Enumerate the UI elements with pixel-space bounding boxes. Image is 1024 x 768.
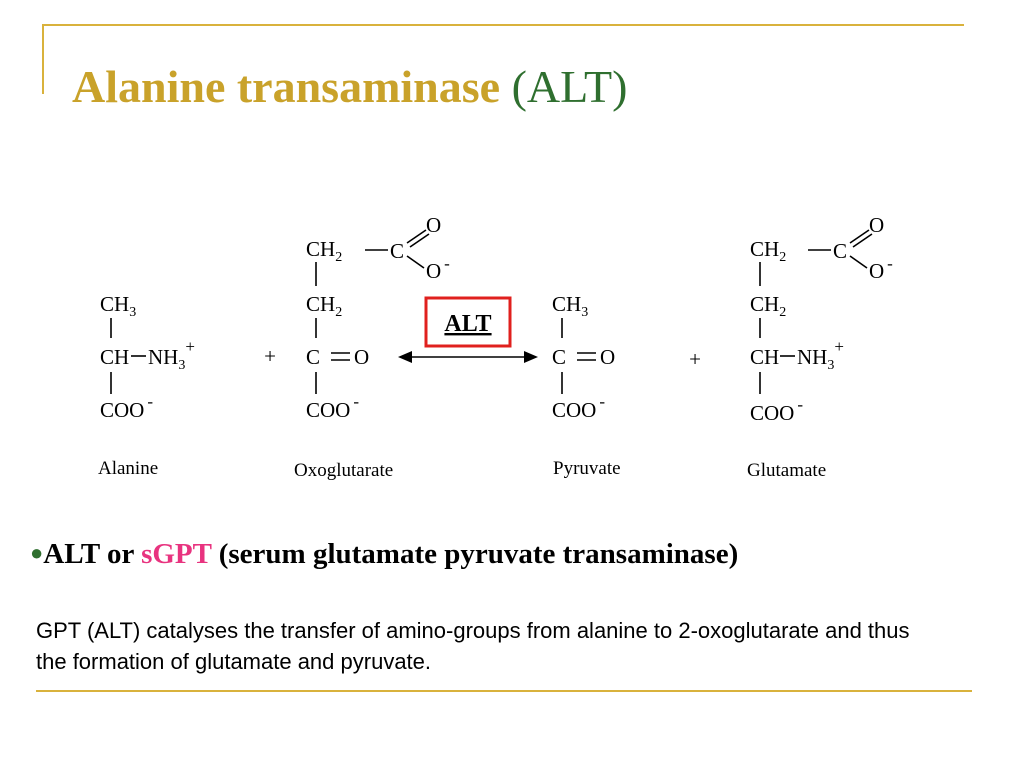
glutamate-bond-o2: [849, 255, 868, 269]
glutamate-nh3: NH3+: [797, 337, 844, 373]
glutamate-bond-o1b: [852, 233, 873, 248]
title-paren: (ALT): [511, 61, 628, 112]
title-main: Alanine transaminase: [72, 61, 501, 112]
glutamate-ch2-top: CH2: [750, 237, 786, 265]
glutamate-ch2-mid: CH2: [750, 292, 786, 320]
reaction-arrow: [398, 351, 538, 363]
oxoglutarate-keto-c: C: [306, 345, 320, 369]
oxoglutarate-name: Oxoglutarate: [294, 460, 393, 481]
frame-vertical-line: [42, 24, 44, 94]
pyruvate-coo: COO-: [552, 392, 605, 422]
frame-bottom-line: [36, 690, 972, 692]
alanine-ch3: CH3: [100, 292, 136, 320]
description-text: GPT (ALT) catalyses the transfer of amin…: [36, 618, 910, 674]
bullet-point: ●ALT or sGPT (serum glutamate pyruvate t…: [30, 538, 738, 571]
enzyme-box: [424, 296, 512, 348]
glutamate-structure: CH2 C O O- CH2 CH NH3+ COO- Glutamate: [747, 213, 893, 481]
glutamate-name: Glutamate: [747, 460, 826, 481]
alanine-ch: CH: [100, 345, 129, 369]
glutamate-carboxyl-c: C: [833, 239, 847, 263]
pyruvate-ch3: CH3: [552, 292, 588, 320]
bullet-text-2: (serum glutamate pyruvate transaminase): [211, 538, 739, 570]
alanine-name: Alanine: [98, 458, 158, 479]
oxoglutarate-bond-o1a: [406, 229, 427, 244]
bullet-highlight: sGPT: [141, 538, 212, 570]
pyruvate-keto-o: O: [600, 345, 615, 369]
glutamate-bond-o1a: [849, 229, 870, 244]
oxoglutarate-carboxyl-o1: O: [426, 213, 441, 237]
oxoglutarate-carboxyl-c: C: [390, 239, 404, 263]
bond-lines: [110, 229, 873, 394]
oxoglutarate-bond-o2: [406, 255, 425, 269]
pyruvate-name: Pyruvate: [553, 458, 621, 479]
alanine-coo: COO-: [100, 392, 153, 422]
oxoglutarate-keto-o: O: [354, 345, 369, 369]
glutamate-carboxyl-o1: O: [869, 213, 884, 237]
frame-top-line: [42, 24, 964, 26]
alanine-structure: CH3 CH NH3+ COO- Alanine: [98, 292, 195, 479]
oxoglutarate-carboxyl-o2: O-: [426, 254, 450, 283]
glutamate-carboxyl-o2: O-: [869, 254, 893, 283]
enzyme-label: ALT: [444, 311, 491, 337]
bullet-text-1: ALT or: [43, 538, 142, 570]
pyruvate-structure: CH3 C O COO- Pyruvate: [552, 292, 621, 479]
glutamate-ch: CH: [750, 345, 779, 369]
plus-sign-right: +: [689, 347, 701, 371]
oxoglutarate-structure: CH2 C O O- CH2 C O COO- Oxoglutarate: [294, 213, 450, 481]
bullet-dot-icon: ●: [30, 540, 44, 565]
plus-sign-left: +: [264, 344, 276, 368]
pyruvate-keto-c: C: [552, 345, 566, 369]
slide-title: Alanine transaminase (ALT): [72, 61, 628, 113]
glutamate-coo: COO-: [750, 395, 803, 425]
alanine-nh3: NH3+: [148, 337, 195, 373]
oxoglutarate-ch2-top: CH2: [306, 237, 342, 265]
oxoglutarate-ch2-mid: CH2: [306, 292, 342, 320]
reaction-diagram: ALT + + CH3 CH NH3+ COO- Alanine CH2 C O…: [98, 213, 893, 481]
oxoglutarate-coo: COO-: [306, 392, 359, 422]
oxoglutarate-bond-o1b: [409, 233, 430, 248]
